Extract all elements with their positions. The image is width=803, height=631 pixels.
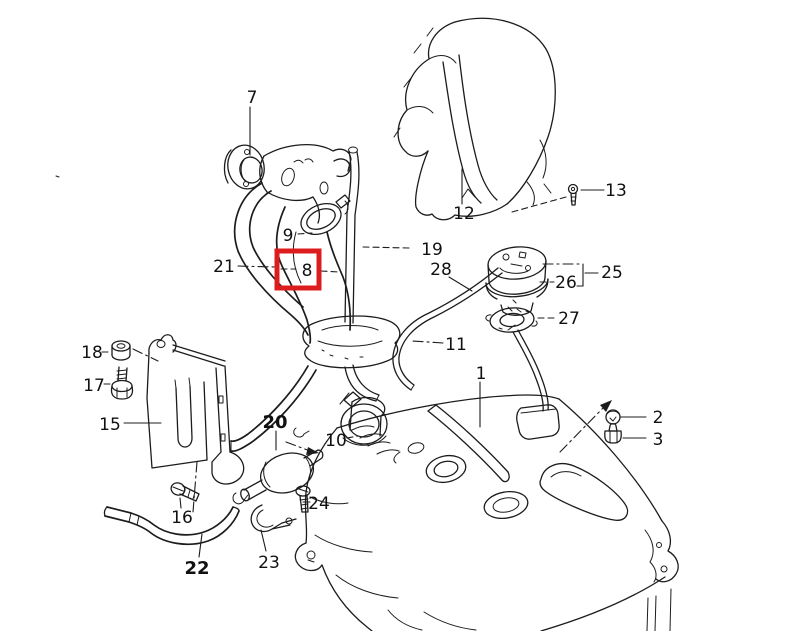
tank-nut-artwork	[605, 409, 621, 425]
part-label-26[interactable]: 26	[555, 273, 577, 293]
filler-hose-artwork	[233, 182, 309, 336]
bracket-bolt-artwork	[110, 366, 134, 400]
part-label-13[interactable]: 13	[605, 181, 627, 201]
filler-neck-artwork	[275, 206, 352, 344]
fuel-tank-artwork	[294, 394, 679, 631]
part-label-12[interactable]: 12	[453, 204, 475, 224]
part-label-15[interactable]: 15	[99, 415, 121, 435]
fuel-gauge-sender-artwork	[485, 246, 560, 440]
part-label-9[interactable]: 9	[283, 226, 294, 246]
filler-neck-top-artwork	[259, 144, 352, 236]
tank-cover-artwork	[393, 17, 556, 221]
tank-bolt-artwork	[604, 423, 622, 444]
part-label-24[interactable]: 24	[308, 494, 330, 514]
filler-grommet-artwork	[223, 144, 265, 190]
part-label-18[interactable]: 18	[81, 343, 103, 363]
part-label-20[interactable]: 20	[262, 412, 287, 433]
inlet-clamp-artwork	[293, 391, 388, 446]
gauge-gasket-artwork	[485, 307, 538, 333]
bracket-screw-artwork	[170, 482, 200, 502]
part-label-19[interactable]: 19	[421, 240, 443, 260]
breather-pipe-artwork	[344, 146, 380, 402]
part-label-21[interactable]: 21	[213, 257, 235, 277]
bracket-artwork	[146, 334, 245, 513]
part-label-23[interactable]: 23	[258, 553, 280, 573]
part-label-1[interactable]: 1	[476, 364, 487, 384]
part-8-highlight-box[interactable]	[274, 248, 322, 291]
part-label-8[interactable]: 8	[302, 261, 313, 281]
part-label-2[interactable]: 2	[653, 408, 664, 428]
part-label-16[interactable]: 16	[171, 508, 193, 528]
part-labels: 1 2 3 7 8 9 10 11 12 13 15 16 17 18 19 2…	[81, 88, 663, 579]
gauge-hose-artwork	[392, 267, 503, 391]
part-label-7[interactable]: 7	[247, 88, 258, 108]
part-label-3[interactable]: 3	[653, 430, 664, 450]
leader-lines	[55, 106, 647, 558]
part-label-27[interactable]: 27	[558, 309, 580, 329]
part-label-28[interactable]: 28	[430, 260, 452, 280]
part-label-22[interactable]: 22	[184, 558, 209, 579]
collar-ring-artwork	[230, 315, 401, 452]
cover-screw-artwork	[511, 183, 579, 213]
drain-hose-artwork	[103, 506, 240, 546]
part-label-25[interactable]: 25	[601, 263, 623, 283]
bracket-nut-artwork	[111, 340, 159, 362]
part-label-11[interactable]: 11	[445, 335, 467, 355]
part-label-17[interactable]: 17	[83, 376, 105, 396]
valve-clamp-artwork	[250, 504, 297, 533]
part-label-10[interactable]: 10	[325, 431, 347, 451]
